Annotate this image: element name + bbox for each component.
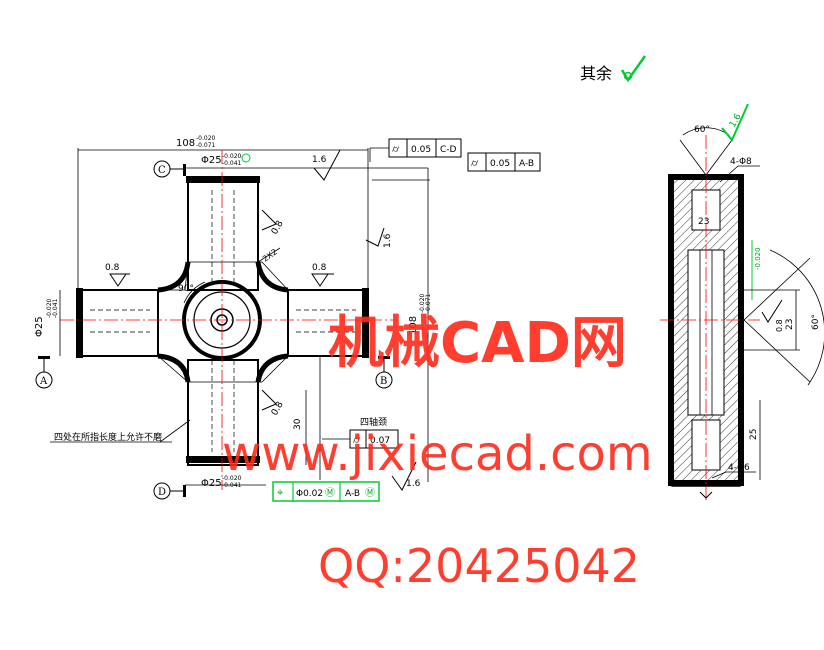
svg-text:1.6: 1.6 [312, 155, 327, 165]
side-green-tol: -0.020 [754, 247, 762, 270]
grind-note: 四处在所指长度上允许不磨 [54, 431, 162, 443]
svg-text:0.05: 0.05 [411, 145, 431, 155]
datum-d-marker: D [153, 482, 186, 500]
svg-text:0.8: 0.8 [312, 263, 327, 273]
overall-height-tol-lower: -0.071 [425, 293, 432, 313]
svg-text:Ⓜ: Ⓜ [365, 487, 375, 499]
svg-text:⌖: ⌖ [277, 486, 283, 499]
svg-text:1.6: 1.6 [406, 479, 421, 489]
top-journal-tol-lower: -0.041 [222, 160, 242, 167]
gdt-frame-1: ⌭ 0.05 C-D [369, 138, 462, 162]
left-journal-dia: Φ25 [34, 316, 45, 337]
watermark: 机械CAD网 www.jixiecad.com QQ:20425042 [222, 311, 653, 593]
svg-text:1.6: 1.6 [728, 112, 744, 130]
overall-width-tol-upper: -0.020 [196, 135, 216, 142]
svg-text:C-D: C-D [440, 145, 457, 155]
surface-finish-label: 其余 [580, 64, 612, 83]
svg-text:1.6: 1.6 [383, 233, 393, 248]
gdt-frame-3: ⌖ Φ0.02 Ⓜ A-B Ⓜ [272, 481, 380, 502]
gdt-frame-2: ⌭ 0.05 A-B [467, 152, 541, 172]
holes-8-label: 4-Φ8 [730, 157, 752, 167]
bottom-journal-tol-upper: -0.020 [222, 475, 242, 482]
side-dim-23: 23 [698, 217, 709, 227]
overall-width-tol-lower: -0.071 [196, 142, 216, 149]
overall-width-value: 108 [176, 138, 195, 149]
holes-6-label: 4-Φ6 [728, 463, 750, 473]
svg-text:Ⓜ: Ⓜ [325, 487, 335, 499]
bottom-journal-tol-lower: -0.041 [222, 482, 242, 489]
svg-text:0.8: 0.8 [270, 400, 286, 418]
roughness-lower-arm-symbol: 0.8 [261, 389, 286, 418]
side-dim-25: 25 [749, 429, 759, 440]
left-journal-tol-upper: -0.020 [46, 298, 53, 318]
roughness-upper-arm-symbol: 0.8 [261, 209, 286, 237]
watermark-title: 机械CAD网 [328, 311, 627, 376]
bottom-journal-end [186, 456, 260, 463]
svg-text:Φ0.02: Φ0.02 [296, 489, 323, 499]
datum-b-marker: B [375, 356, 393, 389]
datum-a-marker: A [35, 356, 53, 389]
four-journal-label: 四轴颈 [360, 416, 387, 428]
roughness-top-symbol: 1.6 [312, 149, 341, 181]
roughness-left-arm-symbol: 0.8 [105, 263, 130, 287]
datum-c-marker: C [153, 160, 186, 178]
svg-text:0.8: 0.8 [775, 319, 784, 332]
svg-text:D: D [158, 487, 166, 498]
side-dim-23-right: 23 [785, 319, 795, 330]
roughness-side-mid-symbol: 0.8 [761, 299, 784, 332]
svg-text:A-B: A-B [345, 489, 360, 499]
overall-height-tol-upper: -0.020 [419, 293, 426, 313]
svg-text:0.8: 0.8 [270, 219, 286, 237]
svg-text:0.8: 0.8 [105, 263, 120, 273]
side-view: 60° 1.6 4-Φ8 23 -0.020 23 60° [660, 103, 824, 500]
surface-finish-note: 其余 [580, 55, 647, 83]
watermark-qq: QQ:20425042 [318, 539, 640, 593]
roughness-side-top-symbol: 1.6 [721, 103, 749, 142]
gdt-frame-4: 四轴颈 ⌭ 0.07 [322, 416, 399, 449]
right-journal-end [362, 288, 369, 358]
svg-text:⌭: ⌭ [353, 435, 361, 446]
svg-text:A: A [39, 376, 48, 387]
right-angle-label: 60° [811, 314, 821, 330]
top-journal-end [186, 176, 260, 183]
watermark-url: www.jixiecad.com [222, 426, 653, 482]
svg-text:0.05: 0.05 [490, 159, 510, 169]
svg-text:B: B [380, 376, 387, 387]
svg-text:⌭: ⌭ [471, 158, 479, 169]
svg-text:⌭: ⌭ [392, 144, 400, 155]
chamfer-label: 2X2 [261, 247, 279, 263]
roughness-side-symbol: 1.6 [365, 227, 393, 248]
bottom-journal-dia: Φ25 [201, 478, 222, 489]
roughness-check-icon [620, 55, 647, 83]
dim-30-label: 30 [293, 418, 303, 430]
svg-text:0.07: 0.07 [370, 436, 390, 446]
top-angle-label: 60° [694, 125, 710, 135]
svg-text:C: C [158, 165, 166, 176]
left-journal-end [76, 288, 83, 358]
svg-text:A-B: A-B [519, 159, 534, 169]
top-journal-tol-upper: -0.020 [222, 153, 242, 160]
overall-height-value: 108 [408, 316, 419, 335]
left-journal-tol-lower: -0.041 [52, 298, 59, 318]
roughness-bottom-symbol: 1.6 [391, 461, 421, 491]
top-journal-dia: Φ25 [201, 155, 222, 166]
front-view: 108 -0.020 -0.071 Φ25 -0.020 -0.041 108 … [34, 135, 432, 500]
roughness-right-arm-symbol: 0.8 [311, 263, 334, 287]
angle-90-label: 90° [178, 284, 194, 294]
